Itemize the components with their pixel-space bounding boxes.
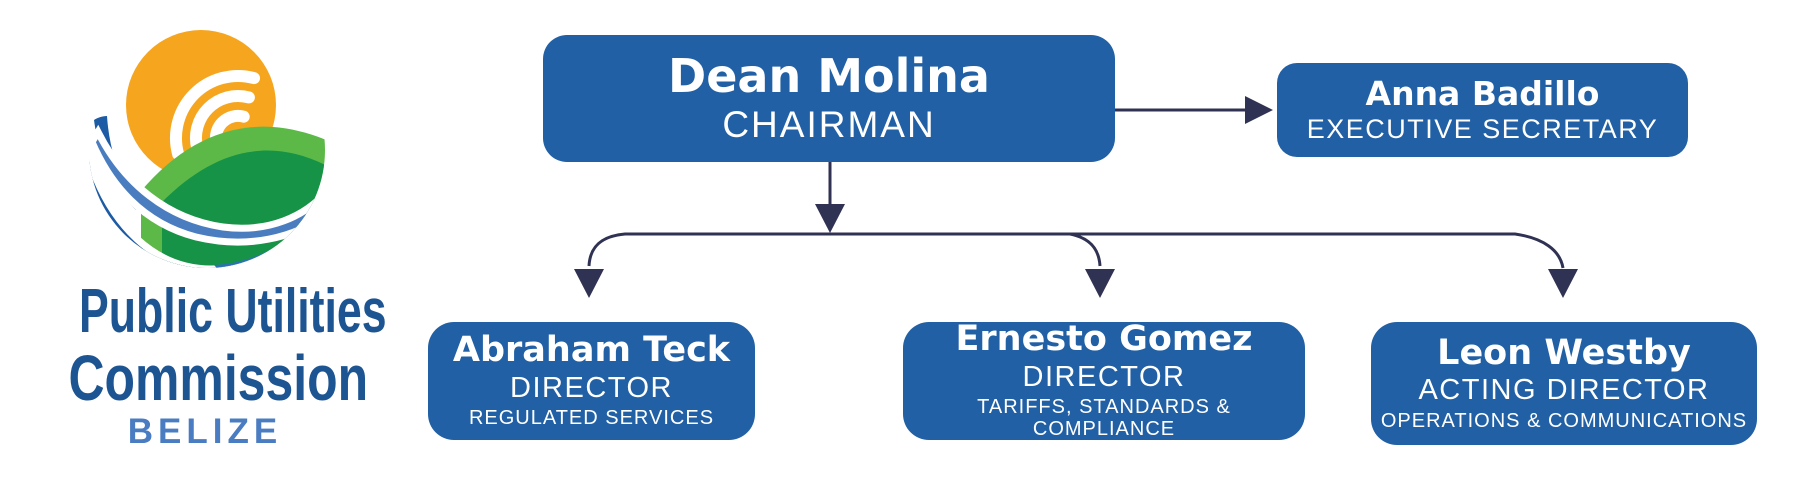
org-node-executive-secretary: Anna Badillo EXECUTIVE SECRETARY xyxy=(1277,63,1688,157)
secretary-title: EXECUTIVE SECRETARY xyxy=(1306,113,1659,144)
org-node-director-regulated-services: Abraham Teck DIRECTOR REGULATED SERVICES xyxy=(428,322,755,440)
director-title: DIRECTOR xyxy=(1022,361,1186,394)
director-title: DIRECTOR xyxy=(510,371,673,404)
logo-country-label: BELIZE xyxy=(127,412,283,451)
logo-wordmark-line2: Commission xyxy=(68,342,369,414)
director-department: OPERATIONS & COMMUNICATIONS xyxy=(1380,409,1748,432)
puc-logo-icon xyxy=(89,30,325,268)
director-department: TARIFFS, STANDARDS & COMPLIANCE xyxy=(977,396,1231,441)
director-name: Ernesto Gomez xyxy=(955,319,1253,360)
org-node-chairman: Dean Molina CHAIRMAN xyxy=(543,35,1115,162)
director-name: Leon Westby xyxy=(1437,332,1691,373)
director-department: REGULATED SERVICES xyxy=(468,407,715,430)
org-node-director-tariffs: Ernesto Gomez DIRECTOR TARIFFS, STANDARD… xyxy=(903,319,1305,441)
secretary-name: Anna Badillo xyxy=(1365,74,1600,114)
wave-light-icon xyxy=(89,124,325,246)
chairman-name: Dean Molina xyxy=(668,48,990,103)
director-name: Abraham Teck xyxy=(452,330,731,371)
logo-wordmark-line1: Public Utilities xyxy=(78,277,387,346)
org-node-acting-director-operations: Leon Westby ACTING DIRECTOR OPERATIONS &… xyxy=(1371,322,1757,445)
chairman-title: CHAIRMAN xyxy=(722,104,936,146)
director-title: ACTING DIRECTOR xyxy=(1418,374,1710,407)
